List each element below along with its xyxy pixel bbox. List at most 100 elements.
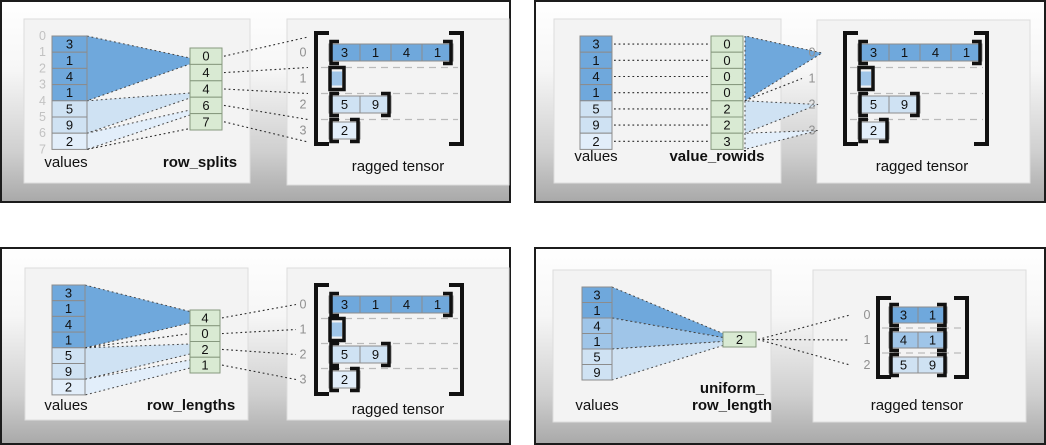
fan-shape-light bbox=[86, 92, 191, 134]
tensor-row-bracket-right bbox=[337, 316, 346, 343]
values-cell-text: 1 bbox=[593, 334, 600, 349]
tensor-row-bracket-left bbox=[858, 91, 868, 118]
fan-shape-xlight bbox=[84, 359, 191, 396]
tensor-cell-text: 1 bbox=[901, 45, 908, 60]
values-cell-text: 4 bbox=[592, 69, 599, 84]
param-cell-text: 0 bbox=[723, 85, 730, 100]
param-cell-text: 4 bbox=[201, 310, 208, 325]
connector-dotted-line bbox=[223, 121, 309, 143]
param-cell-text: 7 bbox=[202, 114, 209, 129]
tensor-cell bbox=[421, 295, 454, 314]
values-cell-text: 5 bbox=[592, 101, 599, 116]
param-title: uniform_ bbox=[700, 380, 765, 397]
tensor-outer-bracket-left bbox=[876, 296, 891, 379]
panel-border bbox=[534, 247, 1046, 445]
tensor-cell-text: 1 bbox=[372, 297, 379, 312]
param-cell-text: 0 bbox=[201, 326, 208, 341]
panel-border bbox=[0, 247, 511, 445]
param-cell-text: 0 bbox=[723, 69, 730, 84]
tensor-row-bracket-left bbox=[329, 91, 339, 118]
value-index-label: 7 bbox=[39, 142, 46, 156]
tensor-cell bbox=[857, 121, 890, 140]
connector-dotted-line bbox=[221, 303, 297, 319]
tensor-outer-bracket-right bbox=[974, 31, 989, 146]
values-cell-text: 5 bbox=[66, 101, 73, 116]
tensor-row-label: 2 bbox=[300, 348, 307, 362]
values-cell-text: 5 bbox=[65, 348, 72, 363]
tensor-row-label: 0 bbox=[809, 46, 816, 60]
tensor-row-label: 2 bbox=[864, 358, 871, 372]
connector-dotted-line bbox=[757, 338, 851, 366]
param-cell-text: 2 bbox=[736, 332, 743, 347]
values-cell-text: 9 bbox=[592, 118, 599, 133]
tensor-row-label: 1 bbox=[864, 333, 871, 347]
tensor-row-label: 1 bbox=[300, 72, 307, 86]
values-cell-text: 9 bbox=[65, 364, 72, 379]
tensor-cell-text: 5 bbox=[870, 97, 877, 112]
param-title: value_rowids bbox=[669, 148, 764, 165]
tensor-cell-text: 2 bbox=[870, 123, 877, 138]
tensor-row-bracket-left bbox=[328, 65, 337, 92]
connector-dotted-line bbox=[744, 77, 803, 102]
tensor-cell-text: 4 bbox=[403, 297, 410, 312]
param-title: row_lengths bbox=[147, 397, 235, 414]
param-title: row_splits bbox=[163, 154, 237, 171]
tensor-row-bracket-left bbox=[329, 366, 339, 393]
param-cell-text: 6 bbox=[202, 98, 209, 113]
values-cell-text: 1 bbox=[66, 85, 73, 100]
tensor-row-bracket-left bbox=[889, 302, 899, 328]
param-cell-text: 2 bbox=[201, 342, 208, 357]
tensor-row-label: 0 bbox=[300, 46, 307, 60]
value-index-label: 5 bbox=[39, 110, 46, 124]
tensor-row-bracket-left bbox=[889, 352, 899, 378]
values-cell-text: 5 bbox=[593, 349, 600, 364]
values-cell bbox=[581, 364, 613, 381]
connector-dotted-line bbox=[84, 333, 191, 349]
values-cell-text: 1 bbox=[65, 301, 72, 316]
tensor-cell-text: 3 bbox=[900, 308, 907, 323]
values-cell-text: 3 bbox=[593, 287, 600, 302]
tensor-cell bbox=[359, 95, 392, 114]
tensor-row-label: 3 bbox=[809, 124, 816, 138]
tensor-cell bbox=[359, 345, 392, 364]
tensor-row-bracket-right bbox=[443, 291, 453, 318]
fan-shape-xlight bbox=[744, 130, 819, 151]
tensor-row-bracket-left bbox=[329, 39, 339, 66]
connector-dotted-line bbox=[223, 88, 309, 95]
values-cell-text: 3 bbox=[65, 285, 72, 300]
values-cell-text: 4 bbox=[65, 317, 72, 332]
tensor-row-bracket-right bbox=[350, 366, 360, 393]
param-cell bbox=[710, 132, 744, 150]
connector-dotted-line bbox=[221, 364, 297, 381]
param-cell bbox=[722, 331, 757, 348]
values-cell-text: 9 bbox=[593, 365, 600, 380]
tensor-row-bracket-right bbox=[972, 39, 982, 66]
connector-dotted-line bbox=[221, 328, 297, 335]
tensor-cell bbox=[917, 306, 948, 324]
value-index-label: 0 bbox=[39, 29, 46, 43]
tensor-row-bracket-left bbox=[857, 65, 866, 92]
value-index-label: 6 bbox=[39, 126, 46, 140]
connector-dotted-line bbox=[757, 338, 851, 341]
tensor-row-bracket-right bbox=[337, 65, 346, 92]
tensor-row-label: 3 bbox=[300, 124, 307, 138]
value-index-label: 1 bbox=[39, 45, 46, 59]
fan-shape-dark bbox=[744, 35, 824, 102]
connector-dotted-line bbox=[223, 36, 309, 57]
values-cell-text: 3 bbox=[66, 37, 73, 52]
tensor-cell bbox=[328, 121, 361, 140]
values-cell-text: 3 bbox=[592, 37, 599, 52]
values-cell-text: 4 bbox=[66, 69, 73, 84]
tensor-cell-text: 1 bbox=[963, 45, 970, 60]
tensor-cell-text: 3 bbox=[870, 45, 877, 60]
value-index-label: 2 bbox=[39, 61, 46, 75]
tensor-row-label: 2 bbox=[809, 98, 816, 112]
tensor-cell-text: 4 bbox=[900, 333, 907, 348]
tensor-row-bracket-right bbox=[443, 39, 453, 66]
tensor-cell-text: 9 bbox=[372, 97, 379, 112]
